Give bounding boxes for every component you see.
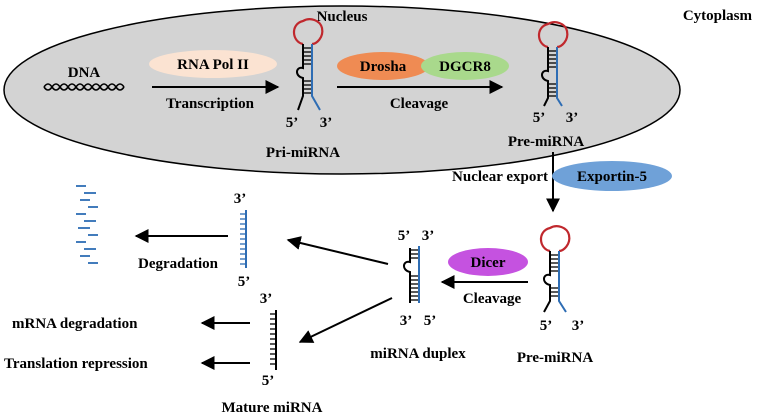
duplex-bottom-3-prime: 3’ (400, 313, 413, 329)
rna-pol-ii-enzyme (149, 50, 277, 78)
pri-mirna-3-prime: 3’ (320, 115, 333, 131)
duplex-to-degradation-arrow (286, 236, 389, 265)
nuclear-cleavage-label: Cleavage (390, 96, 449, 112)
mrna-degradation-label: mRNA degradation (12, 316, 138, 332)
pri-mirna-guide-strand (311, 44, 321, 111)
duplex-top-3-prime: 3’ (422, 228, 435, 244)
nucleus-label: Nucleus (317, 9, 368, 25)
dna-helix-icon (43, 83, 125, 91)
pri-mirna-label: Pri-miRNA (266, 145, 340, 161)
pre-mirna-cytoplasm-hairpin (539, 225, 571, 313)
pre-mirna-cytoplasm-3-prime: 3’ (572, 318, 585, 334)
dicer-enzyme (448, 248, 528, 276)
passenger-strand-5-prime: 5’ (238, 274, 251, 290)
duplex-top-5-prime: 5’ (398, 228, 411, 244)
dicer-label: Dicer (471, 255, 506, 271)
passenger-strand-3-prime: 3’ (234, 191, 247, 207)
mature-mirna-3-prime: 3’ (260, 291, 273, 307)
pre-mirna-cytoplasm-label: Pre-miRNA (517, 350, 594, 366)
duplex-to-mature-arrow (298, 297, 393, 343)
cytoplasm-cleavage-label: Cleavage (463, 291, 522, 307)
mature-mirna-label: Mature miRNA (222, 400, 323, 416)
pre-mirna-cytoplasm-5-prime: 5’ (540, 318, 553, 334)
translation-repression-label: Translation repression (4, 356, 148, 372)
degraded-fragments (76, 185, 98, 264)
passenger-strand (240, 210, 247, 268)
pri-mirna-passenger-strand (296, 44, 304, 111)
dna-label: DNA (68, 65, 101, 81)
duplex-bottom-5-prime: 5’ (424, 313, 437, 329)
rna-pol-ii-label: RNA Pol II (177, 57, 249, 73)
pre-mirna-nucleus-hairpin (537, 21, 569, 107)
drosha-enzyme (337, 52, 429, 80)
mirna-duplex (403, 246, 420, 303)
drosha-label: Drosha (360, 59, 407, 75)
pre-mirna-nucleus-5-prime: 5’ (533, 110, 546, 126)
transcription-label: Transcription (166, 96, 255, 112)
dgcr8-label: DGCR8 (439, 59, 491, 75)
nuclear-export-label: Nuclear export (452, 169, 548, 185)
pri-mirna-5-prime: 5’ (286, 115, 299, 131)
mirna-duplex-label: miRNA duplex (370, 346, 466, 362)
pri-mirna-loop (292, 18, 324, 46)
mature-mirna-5-prime: 5’ (262, 373, 275, 389)
degradation-label: Degradation (138, 256, 219, 272)
mature-mirna-strand (270, 310, 277, 370)
nucleus-ellipse (3, 5, 681, 175)
cytoplasm-label: Cytoplasm (683, 8, 753, 24)
exportin-5-enzyme (552, 161, 672, 191)
dgcr8-enzyme (421, 52, 509, 80)
exportin-5-label: Exportin-5 (577, 169, 647, 185)
pre-mirna-nucleus-3-prime: 3’ (566, 110, 579, 126)
pre-mirna-nucleus-label: Pre-miRNA (508, 134, 585, 150)
pri-mirna-hairpin (292, 18, 324, 111)
